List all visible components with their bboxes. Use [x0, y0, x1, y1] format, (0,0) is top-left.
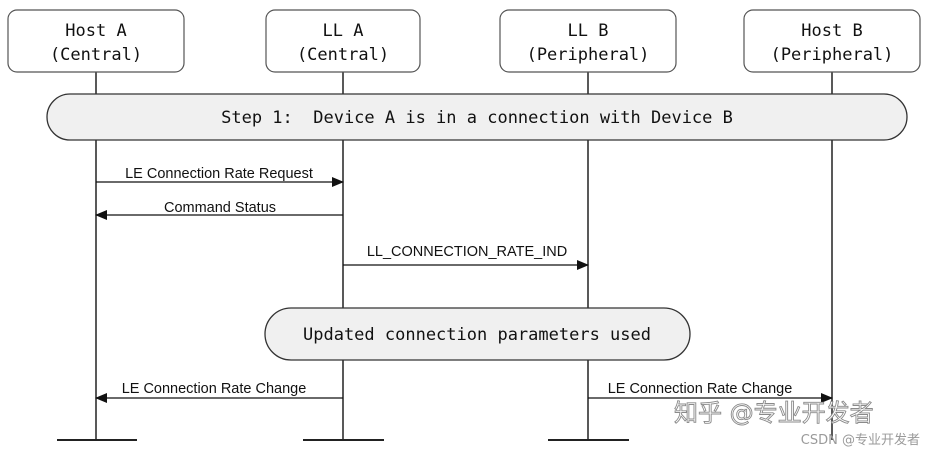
participant-label-line1: LL A — [323, 21, 364, 41]
participant-host-b: Host B (Peripheral) — [743, 9, 921, 73]
message-le-connection-rate-request: LE Connection Rate Request — [96, 166, 344, 187]
step-1-text: Step 1: Device A is in a connection with… — [221, 108, 733, 128]
message-le-connection-rate-change-central: LE Connection Rate Change — [95, 381, 343, 403]
message-label: LE Connection Rate Change — [122, 381, 307, 397]
participant-label-line2: (Central) — [297, 45, 389, 65]
message-ll-connection-rate-ind: LL_CONNECTION_RATE_IND — [343, 244, 589, 270]
updated-parameters-banner: Updated connection parameters used — [264, 307, 691, 361]
watermark-csdn: CSDN @专业开发者 — [801, 432, 920, 448]
message-label: LE Connection Rate Request — [125, 166, 313, 182]
participant-label-line2: (Peripheral) — [527, 45, 650, 65]
participant-label-line1: Host B — [801, 21, 862, 41]
message-le-connection-rate-change-peripheral: LE Connection Rate Change — [588, 381, 833, 403]
watermark-zhihu: 知乎 @专业开发者 — [674, 399, 874, 427]
participant-host-a: Host A (Central) — [7, 9, 185, 73]
participant-label-line2: (Peripheral) — [771, 45, 894, 65]
participant-label-line2: (Central) — [50, 45, 142, 65]
message-label: LE Connection Rate Change — [608, 381, 793, 397]
updated-parameters-text: Updated connection parameters used — [303, 325, 651, 345]
message-command-status: Command Status — [95, 200, 343, 220]
participant-label-line1: LL B — [568, 21, 609, 41]
message-label: LL_CONNECTION_RATE_IND — [367, 244, 567, 260]
participant-label-line1: Host A — [65, 21, 126, 41]
participant-ll-a: LL A (Central) — [265, 9, 421, 73]
step-1-banner: Step 1: Device A is in a connection with… — [46, 93, 908, 141]
message-label: Command Status — [164, 200, 276, 216]
participant-ll-b: LL B (Peripheral) — [499, 9, 677, 73]
